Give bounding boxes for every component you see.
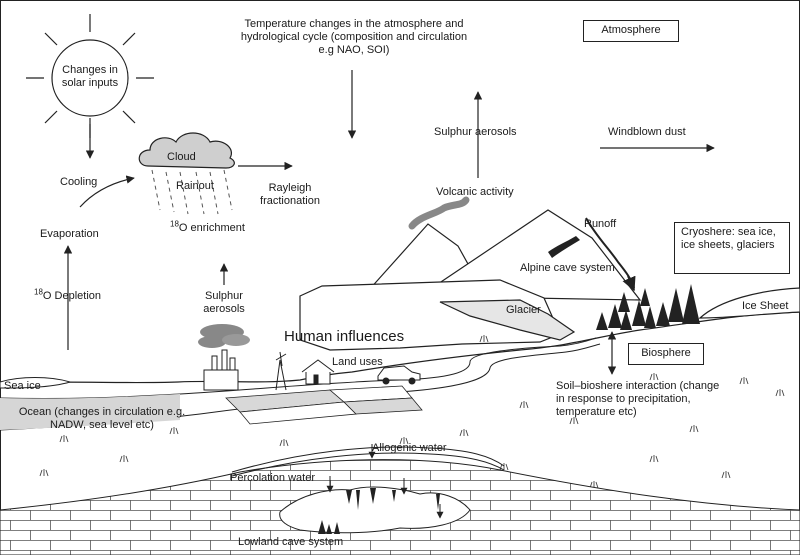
ice-sheet <box>698 287 800 319</box>
alpine-cave-icon <box>548 236 580 258</box>
land-uses-label: Land uses <box>332 356 383 368</box>
alpine-cave-label: Alpine cave system <box>520 262 615 274</box>
rayleigh-label: Rayleigh fractionation <box>260 182 320 207</box>
volcanic-activity-label: Volcanic activity <box>436 186 514 198</box>
allogenic-water-label: Allogenic water <box>372 442 447 454</box>
grass-tufts <box>39 335 785 489</box>
volcanic-plume <box>408 196 470 230</box>
ocean-label: Ocean (changes in circulation e.g. NADW,… <box>18 406 186 431</box>
foothill <box>299 279 561 351</box>
o18-enrichment-label: 18O enrichment <box>170 219 245 235</box>
cloud-icon <box>138 132 235 169</box>
glacier-label: Glacier <box>506 304 541 316</box>
factory-icon <box>198 324 250 391</box>
cryosphere-box: Cryoshere: sea ice, ice sheets, glaciers <box>674 222 790 274</box>
mountains <box>299 209 642 351</box>
cooling-label: Cooling <box>60 176 98 188</box>
o18-depletion-label: 18O Depletion <box>34 287 101 303</box>
soil-bioshere-label: Soil–bioshere interaction (change in res… <box>556 380 720 418</box>
rain-icon <box>151 169 233 215</box>
allogenic-channel <box>231 446 505 473</box>
cooling-arrow <box>79 175 135 208</box>
o18-enrichment-superscript: 18 <box>170 219 179 229</box>
river-bank-top <box>0 337 597 400</box>
farm-fields <box>225 385 423 425</box>
sulphur-aerosols-label: Sulphur aerosols <box>434 126 517 138</box>
ground-line <box>0 311 800 385</box>
stalactites <box>346 488 440 510</box>
rainout-label: Rainout <box>176 180 214 192</box>
process-arrows <box>63 70 715 375</box>
percolation-water-label: Percolation water <box>230 472 315 484</box>
human-influences-label: Human influences <box>284 328 405 345</box>
forest-icon <box>596 284 700 330</box>
windmill-icon <box>275 351 287 391</box>
windblown-dust-label: Windblown dust <box>608 126 686 138</box>
percolation-arrows <box>326 476 444 519</box>
temperature-label: Temperature changes in the atmosphere an… <box>240 18 468 56</box>
ocean-water <box>0 394 180 430</box>
o18-depletion-text: O Depletion <box>42 290 101 302</box>
atmosphere-box: Atmosphere <box>583 20 679 42</box>
factory-aerosols-label: Sulphur aerosols <box>203 290 245 315</box>
stalagmites <box>318 520 340 534</box>
runoff-label: Runoff <box>584 218 617 230</box>
glacier-tongue <box>439 299 576 341</box>
sea-ice-floe <box>0 377 72 389</box>
lowland-cave-label: Lowland cave system <box>238 536 344 548</box>
o18-depletion-superscript: 18 <box>34 287 43 297</box>
ice-sheet-label: Ice Sheet <box>742 300 789 312</box>
biosphere-box: Biosphere <box>628 343 704 365</box>
solar-label: Changes in solar inputs <box>61 64 119 89</box>
cloud-label: Cloud <box>167 151 196 163</box>
house-icon <box>301 359 335 385</box>
alpine-peak <box>418 209 642 301</box>
car-icon <box>377 365 421 385</box>
evaporation-label: Evaporation <box>40 228 99 240</box>
sea-ice-label: Sea ice <box>4 380 41 392</box>
o18-enrichment-text: O enrichment <box>178 222 245 234</box>
sun-icon <box>26 14 154 138</box>
